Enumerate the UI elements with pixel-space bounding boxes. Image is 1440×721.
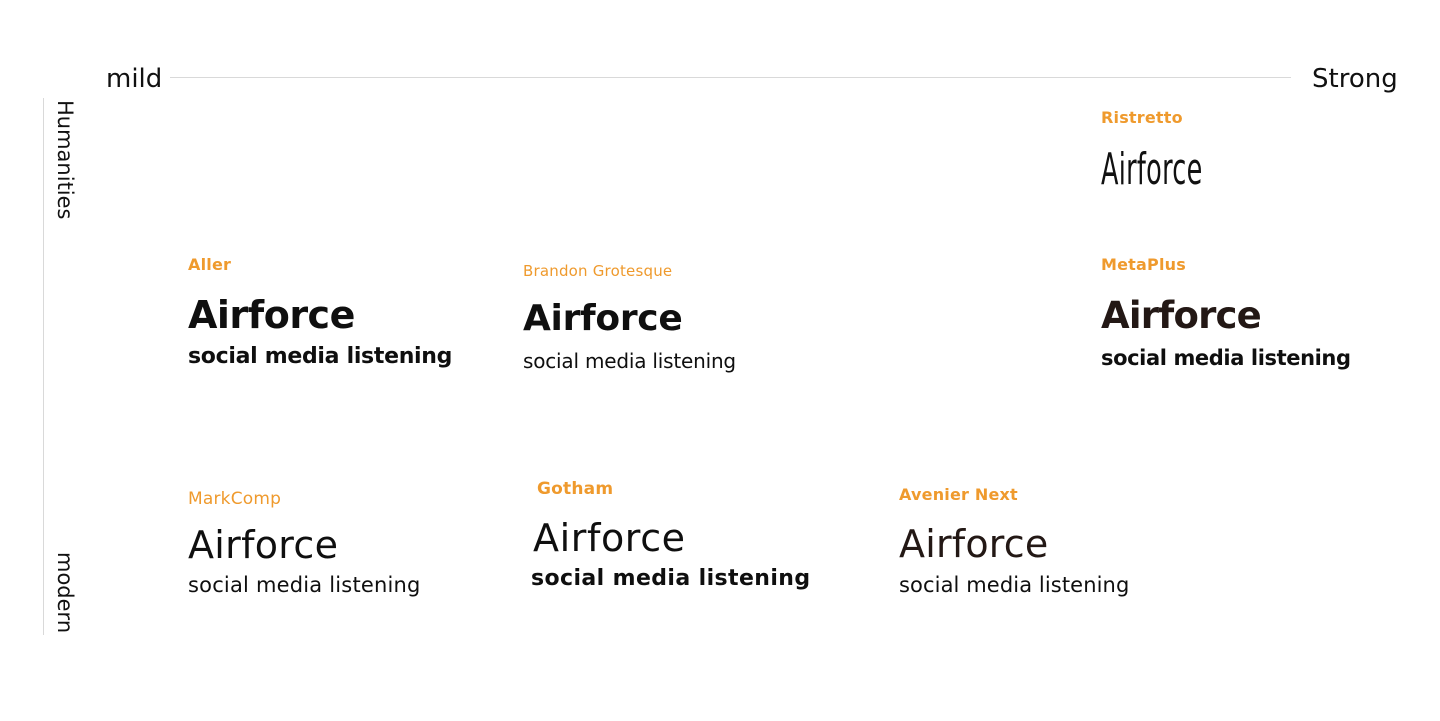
font-sample-ristretto: Ristretto Airforce xyxy=(1101,110,1276,192)
axis-label-strong: Strong xyxy=(1312,64,1398,94)
font-sample-markcomp: MarkComp Airforce social media listening xyxy=(188,491,421,596)
sample-tagline: social media listening xyxy=(523,349,736,373)
axis-label-humanities: Humanities xyxy=(53,100,77,220)
vertical-axis-line xyxy=(43,98,44,635)
horizontal-axis-line xyxy=(170,77,1291,78)
sample-tagline: social media listening xyxy=(188,573,421,597)
sample-tagline: social media listening xyxy=(1101,346,1351,370)
font-name: MarkComp xyxy=(188,489,282,509)
font-sample-aller: Aller Airforce social media listening xyxy=(188,257,452,368)
sample-tagline: social media listening xyxy=(531,566,811,591)
font-sample-gotham: Gotham Airforce social media listening xyxy=(531,479,811,590)
sample-headline: Airforce xyxy=(899,522,1049,566)
font-name: Brandon Grotesque xyxy=(523,262,673,280)
sample-tagline: social media listening xyxy=(188,344,453,369)
font-name: Aller xyxy=(188,255,232,274)
sample-headline: Airforce xyxy=(1101,144,1203,195)
sample-headline: Airforce xyxy=(533,516,686,560)
font-sample-brandon-grotesque: Brandon Grotesque Airforce social media … xyxy=(523,262,736,373)
sample-headline: Airforce xyxy=(188,523,339,567)
sample-headline: Airforce xyxy=(188,293,355,337)
font-name: MetaPlus xyxy=(1101,255,1186,274)
font-name: Avenier Next xyxy=(899,485,1018,504)
font-name: Gotham xyxy=(537,479,614,499)
font-sample-avenier-next: Avenier Next Airforce social media liste… xyxy=(899,487,1129,596)
font-sample-metaplus: MetaPlus Airforce social media listening xyxy=(1101,257,1351,369)
font-name: Ristretto xyxy=(1101,108,1183,127)
sample-headline: Airforce xyxy=(1101,294,1262,337)
axis-label-modern: modern xyxy=(53,552,77,634)
axis-label-mild: mild xyxy=(106,64,163,94)
sample-tagline: social media listening xyxy=(899,573,1130,597)
sample-headline: Airforce xyxy=(523,298,683,339)
